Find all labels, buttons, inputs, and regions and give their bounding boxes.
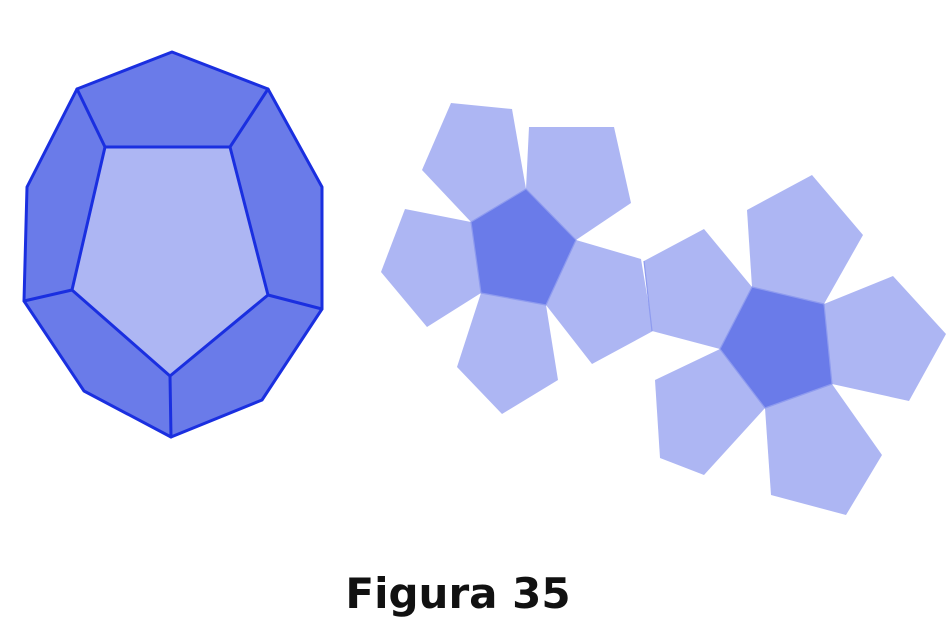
figure-caption: Figura 35 xyxy=(345,569,571,618)
net-outer-face xyxy=(747,175,863,304)
solid-edge xyxy=(266,293,324,311)
net-fold-line xyxy=(643,260,653,332)
net-outer-face xyxy=(422,103,526,222)
solid-edge xyxy=(22,288,74,303)
net-outer-face xyxy=(381,209,481,327)
solid-edge xyxy=(228,87,270,149)
solid-front-face xyxy=(70,145,270,378)
solid-edge xyxy=(75,87,107,149)
solid-edge xyxy=(168,374,173,439)
dodecahedron-net xyxy=(381,103,946,515)
net-outer-face xyxy=(526,127,631,240)
net-outer-face xyxy=(655,349,765,475)
net-outer-face xyxy=(644,229,752,349)
dodecahedron-solid xyxy=(22,50,324,439)
net-outer-face xyxy=(457,293,558,414)
net-center-face xyxy=(470,188,577,306)
net-center-face xyxy=(719,286,833,409)
net-outer-face xyxy=(546,240,653,364)
net-outer-face xyxy=(824,276,946,401)
net-outer-face xyxy=(765,384,882,515)
